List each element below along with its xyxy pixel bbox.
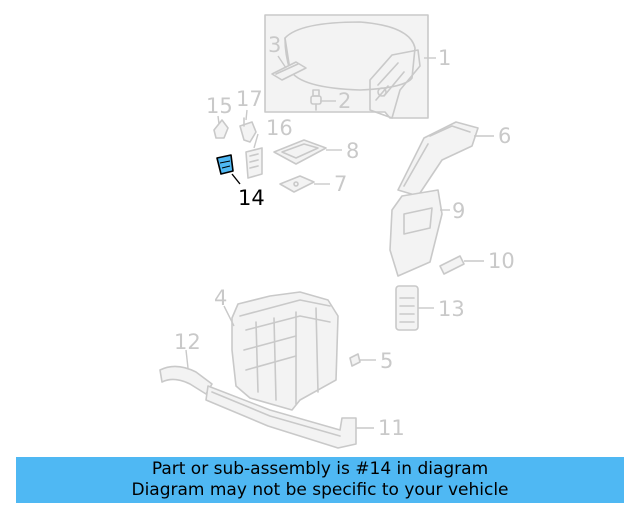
callout-1: 1 <box>438 46 451 70</box>
callouts: 1 2 3 4 5 6 7 8 9 10 11 12 13 14 15 16 1… <box>174 33 515 440</box>
part-2-screw <box>310 89 322 111</box>
banner-line-disclaimer: Diagram may not be specific to your vehi… <box>131 480 509 500</box>
part-3-insert <box>271 61 307 81</box>
part-14-highlighted <box>216 154 234 175</box>
callout-2: 2 <box>338 89 351 113</box>
part-13-grille <box>395 285 419 331</box>
callout-5: 5 <box>380 349 393 373</box>
part-16-insert <box>245 147 263 179</box>
part-6-trim <box>397 121 479 197</box>
callout-7: 7 <box>334 172 347 196</box>
callout-15: 15 <box>206 94 233 118</box>
banner-line-part-number: Part or sub-assembly is #14 in diagram <box>151 459 489 479</box>
part-11-duct <box>205 385 357 449</box>
callout-11: 11 <box>378 416 405 440</box>
callout-12: 12 <box>174 330 201 354</box>
part-17-clip <box>239 117 257 143</box>
part-15-clip <box>213 119 229 139</box>
part-8-plate <box>273 139 327 165</box>
part-1-armrest-lid <box>264 14 429 119</box>
callout-13: 13 <box>438 297 465 321</box>
callout-4: 4 <box>214 286 227 310</box>
part-7-bracket <box>279 175 315 193</box>
callout-9: 9 <box>452 199 465 223</box>
callout-3: 3 <box>268 33 281 57</box>
leader-lines <box>185 55 494 429</box>
part-4-console-body <box>231 291 339 411</box>
part-12-duct <box>159 365 213 395</box>
part-9-vent <box>389 189 443 277</box>
callout-14: 14 <box>238 186 265 210</box>
callout-10: 10 <box>488 249 515 273</box>
part-5-screw <box>349 353 361 367</box>
callout-17: 17 <box>236 87 263 111</box>
callout-6: 6 <box>498 124 511 148</box>
callout-8: 8 <box>346 139 359 163</box>
part-10-connector <box>439 255 465 275</box>
callout-16: 16 <box>266 116 293 140</box>
info-banner: Part or sub-assembly is #14 in diagram D… <box>16 457 624 503</box>
